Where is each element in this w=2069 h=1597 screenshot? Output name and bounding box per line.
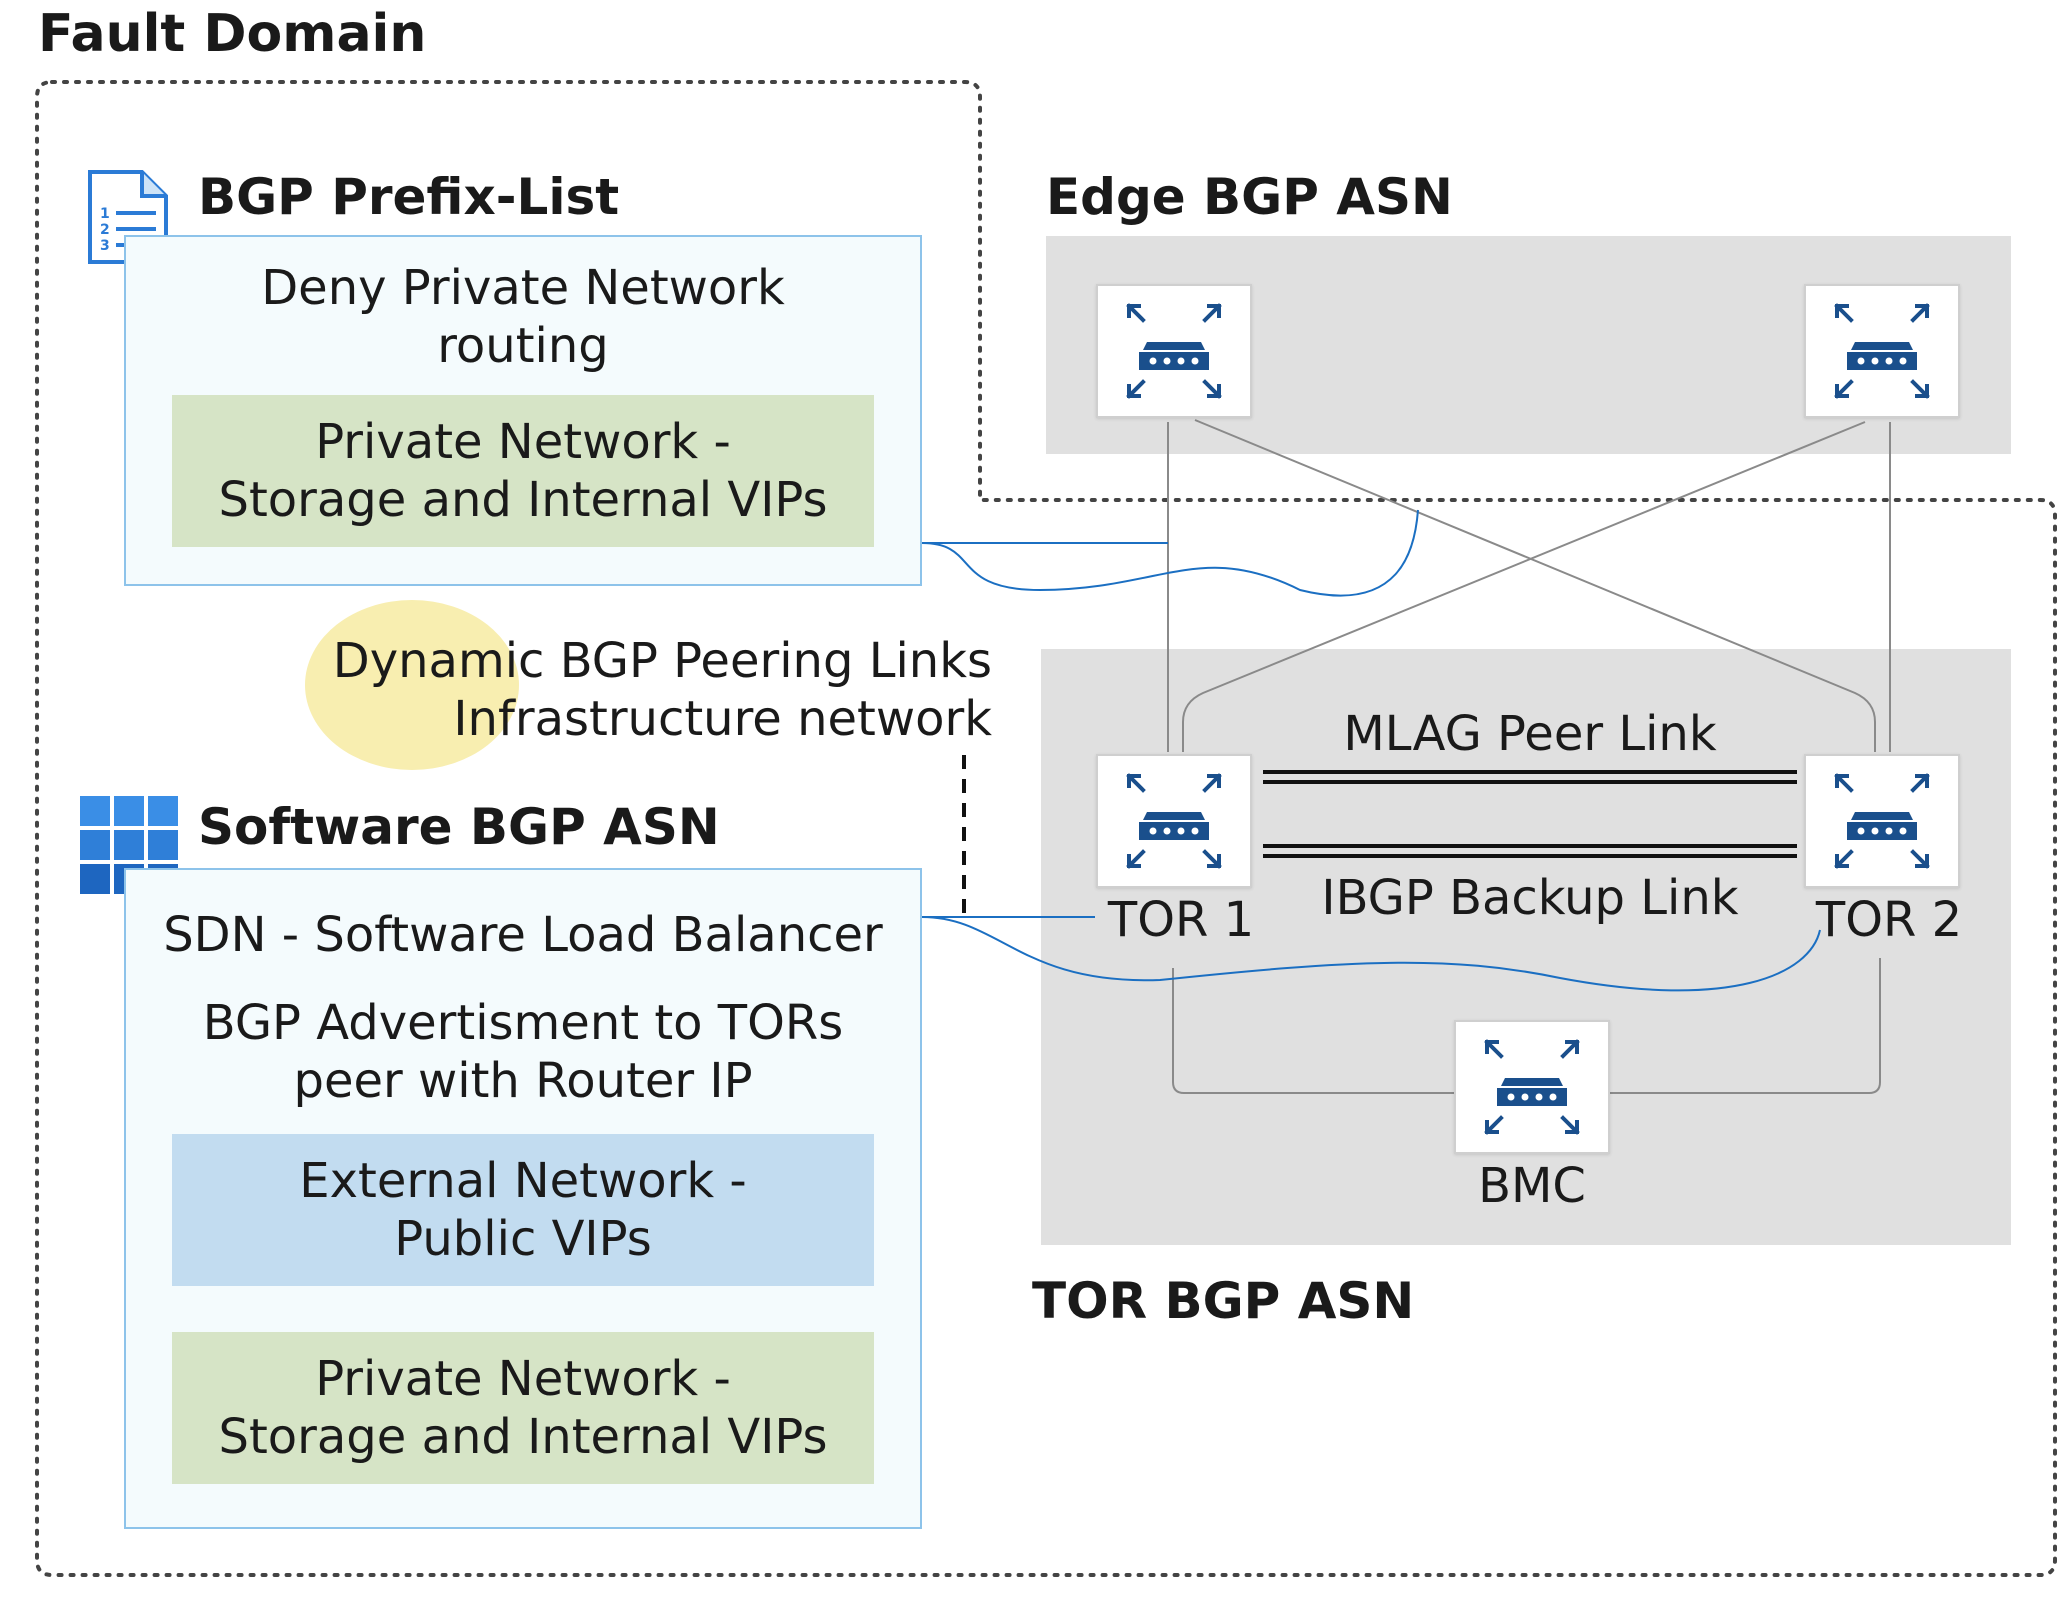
edge-router-2[interactable] <box>1804 284 1960 418</box>
fault-domain-title: Fault Domain <box>38 4 427 64</box>
tor2-bmc-link <box>1609 958 1881 1094</box>
prefix-description-line1: Deny Private Network <box>261 260 785 316</box>
prefix-to-edge2-curve <box>921 509 1419 597</box>
fault-domain-outline <box>35 80 2057 1577</box>
software-bgp-asn-title: Software BGP ASN <box>198 798 720 856</box>
software-private-line2: Storage and Internal VIPs <box>218 1409 828 1465</box>
external-network-band: External Network - Public VIPs <box>172 1134 874 1286</box>
bgp-prefix-list-title: BGP Prefix-List <box>198 168 620 226</box>
prefix-band-line1: Private Network - <box>315 414 731 470</box>
edge-router-1[interactable] <box>1096 284 1252 418</box>
peering-label: Dynamic BGP Peering Links Infrastructure… <box>300 632 992 748</box>
peering-label-line1: Dynamic BGP Peering Links <box>332 633 992 689</box>
bgp-prefix-list-panel: Deny Private Network routing Private Net… <box>124 235 922 586</box>
tor2-label: TOR 2 <box>1815 892 1963 948</box>
prefix-description-line2: routing <box>437 318 609 374</box>
sdn-line: SDN - Software Load Balancer <box>163 907 883 963</box>
tor1-label: TOR 1 <box>1107 892 1255 948</box>
tor1-router[interactable] <box>1096 754 1252 888</box>
router-icon <box>1126 773 1222 869</box>
prefix-private-network-band: Private Network - Storage and Internal V… <box>172 395 874 547</box>
router-icon <box>1126 303 1222 399</box>
bmc-label: BMC <box>1478 1158 1586 1214</box>
tor1-bmc-link <box>1172 968 1454 1094</box>
external-line1: External Network - <box>299 1153 747 1209</box>
software-bgp-asn-panel: SDN - Software Load Balancer BGP Adverti… <box>124 868 922 1529</box>
edge2-tor1-link <box>1182 421 1866 752</box>
edge-bgp-asn-title: Edge BGP ASN <box>1046 168 1453 226</box>
edge1-tor2-link <box>1194 419 1876 752</box>
tor-bgp-asn-title: TOR BGP ASN <box>1032 1272 1415 1330</box>
svg-text:3: 3 <box>100 238 110 254</box>
tor2-router[interactable] <box>1804 754 1960 888</box>
document-list-icon: 1 2 3 <box>86 168 170 266</box>
prefix-band-line2: Storage and Internal VIPs <box>218 472 828 528</box>
software-private-line1: Private Network - <box>315 1351 731 1407</box>
svg-text:1: 1 <box>100 206 110 222</box>
software-private-network-band: Private Network - Storage and Internal V… <box>172 1332 874 1484</box>
svg-text:2: 2 <box>100 222 110 238</box>
ibgp-link-label: IBGP Backup Link <box>1321 870 1739 926</box>
peering-highlight <box>305 600 519 770</box>
adv-line2: peer with Router IP <box>293 1053 753 1109</box>
slb-to-tor2-curve <box>921 916 1821 992</box>
adv-line1: BGP Advertisment to TORs <box>202 995 844 1051</box>
router-icon <box>1834 773 1930 869</box>
peering-label-line2: Infrastructure network <box>453 691 992 747</box>
router-icon <box>1834 303 1930 399</box>
router-icon <box>1484 1039 1580 1135</box>
mlag-link-label: MLAG Peer Link <box>1343 706 1717 762</box>
prefix-description: Deny Private Network routing <box>126 259 920 375</box>
external-line2: Public VIPs <box>394 1211 652 1267</box>
bmc-router[interactable] <box>1454 1020 1610 1154</box>
bgp-advertisement-text: BGP Advertisment to TORs peer with Route… <box>126 994 920 1110</box>
